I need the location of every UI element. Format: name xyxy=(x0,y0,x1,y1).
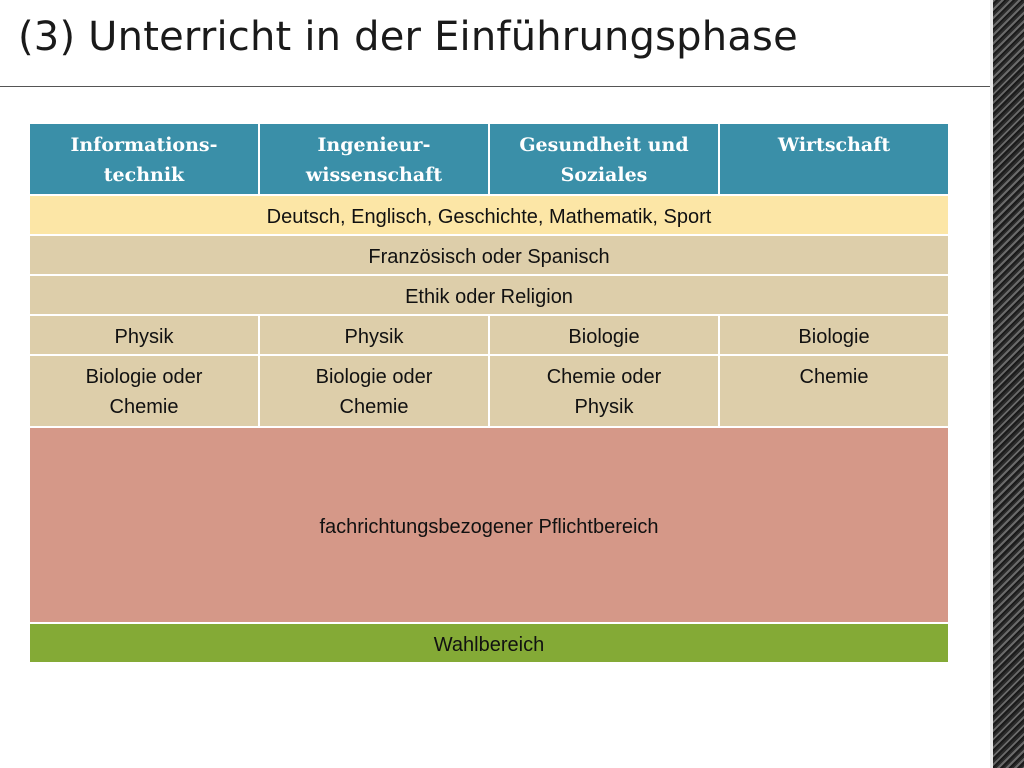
table-cell: Physik xyxy=(28,314,260,356)
decorative-side-frame xyxy=(990,0,1024,768)
table-row-language: Französisch oder Spanisch xyxy=(28,234,950,276)
cell-ethics: Ethik oder Religion xyxy=(28,274,950,316)
table-row-wahlbereich: Wahlbereich xyxy=(28,622,950,664)
cell-language: Französisch oder Spanisch xyxy=(28,234,950,276)
table-cell: Physik xyxy=(258,314,490,356)
table-row-core-subjects: Deutsch, Englisch, Geschichte, Mathemati… xyxy=(28,194,950,236)
table-row-science-1: Physik Physik Biologie Biologie xyxy=(28,314,950,356)
header-cell-gesundheit-soziales: Gesundheit und Soziales xyxy=(488,122,720,196)
header-cell-informationstechnik: Informations- technik xyxy=(28,122,260,196)
table-cell: Biologie oder Chemie xyxy=(28,354,260,428)
table-cell: Chemie xyxy=(718,354,950,428)
title-divider xyxy=(0,86,990,87)
table-row-pflichtbereich: fachrichtungsbezogener Pflichtbereich xyxy=(28,426,950,624)
cell-core-subjects: Deutsch, Englisch, Geschichte, Mathemati… xyxy=(28,194,950,236)
table-row-ethics: Ethik oder Religion xyxy=(28,274,950,316)
cell-wahlbereich: Wahlbereich xyxy=(28,622,950,664)
table-cell: Chemie oder Physik xyxy=(488,354,720,428)
cell-pflichtbereich: fachrichtungsbezogener Pflichtbereich xyxy=(28,426,950,624)
curriculum-table: Informations- technik Ingenieur- wissens… xyxy=(28,122,950,664)
header-row: Informations- technik Ingenieur- wissens… xyxy=(28,122,950,196)
table-cell: Biologie xyxy=(488,314,720,356)
table-cell: Biologie xyxy=(718,314,950,356)
table-row-science-2: Biologie oder Chemie Biologie oder Chemi… xyxy=(28,354,950,428)
header-cell-wirtschaft: Wirtschaft xyxy=(718,122,950,196)
slide-title: (3) Unterricht in der Einführungsphase xyxy=(18,14,798,60)
table-cell: Biologie oder Chemie xyxy=(258,354,490,428)
header-cell-ingenieurwissenschaft: Ingenieur- wissenschaft xyxy=(258,122,490,196)
